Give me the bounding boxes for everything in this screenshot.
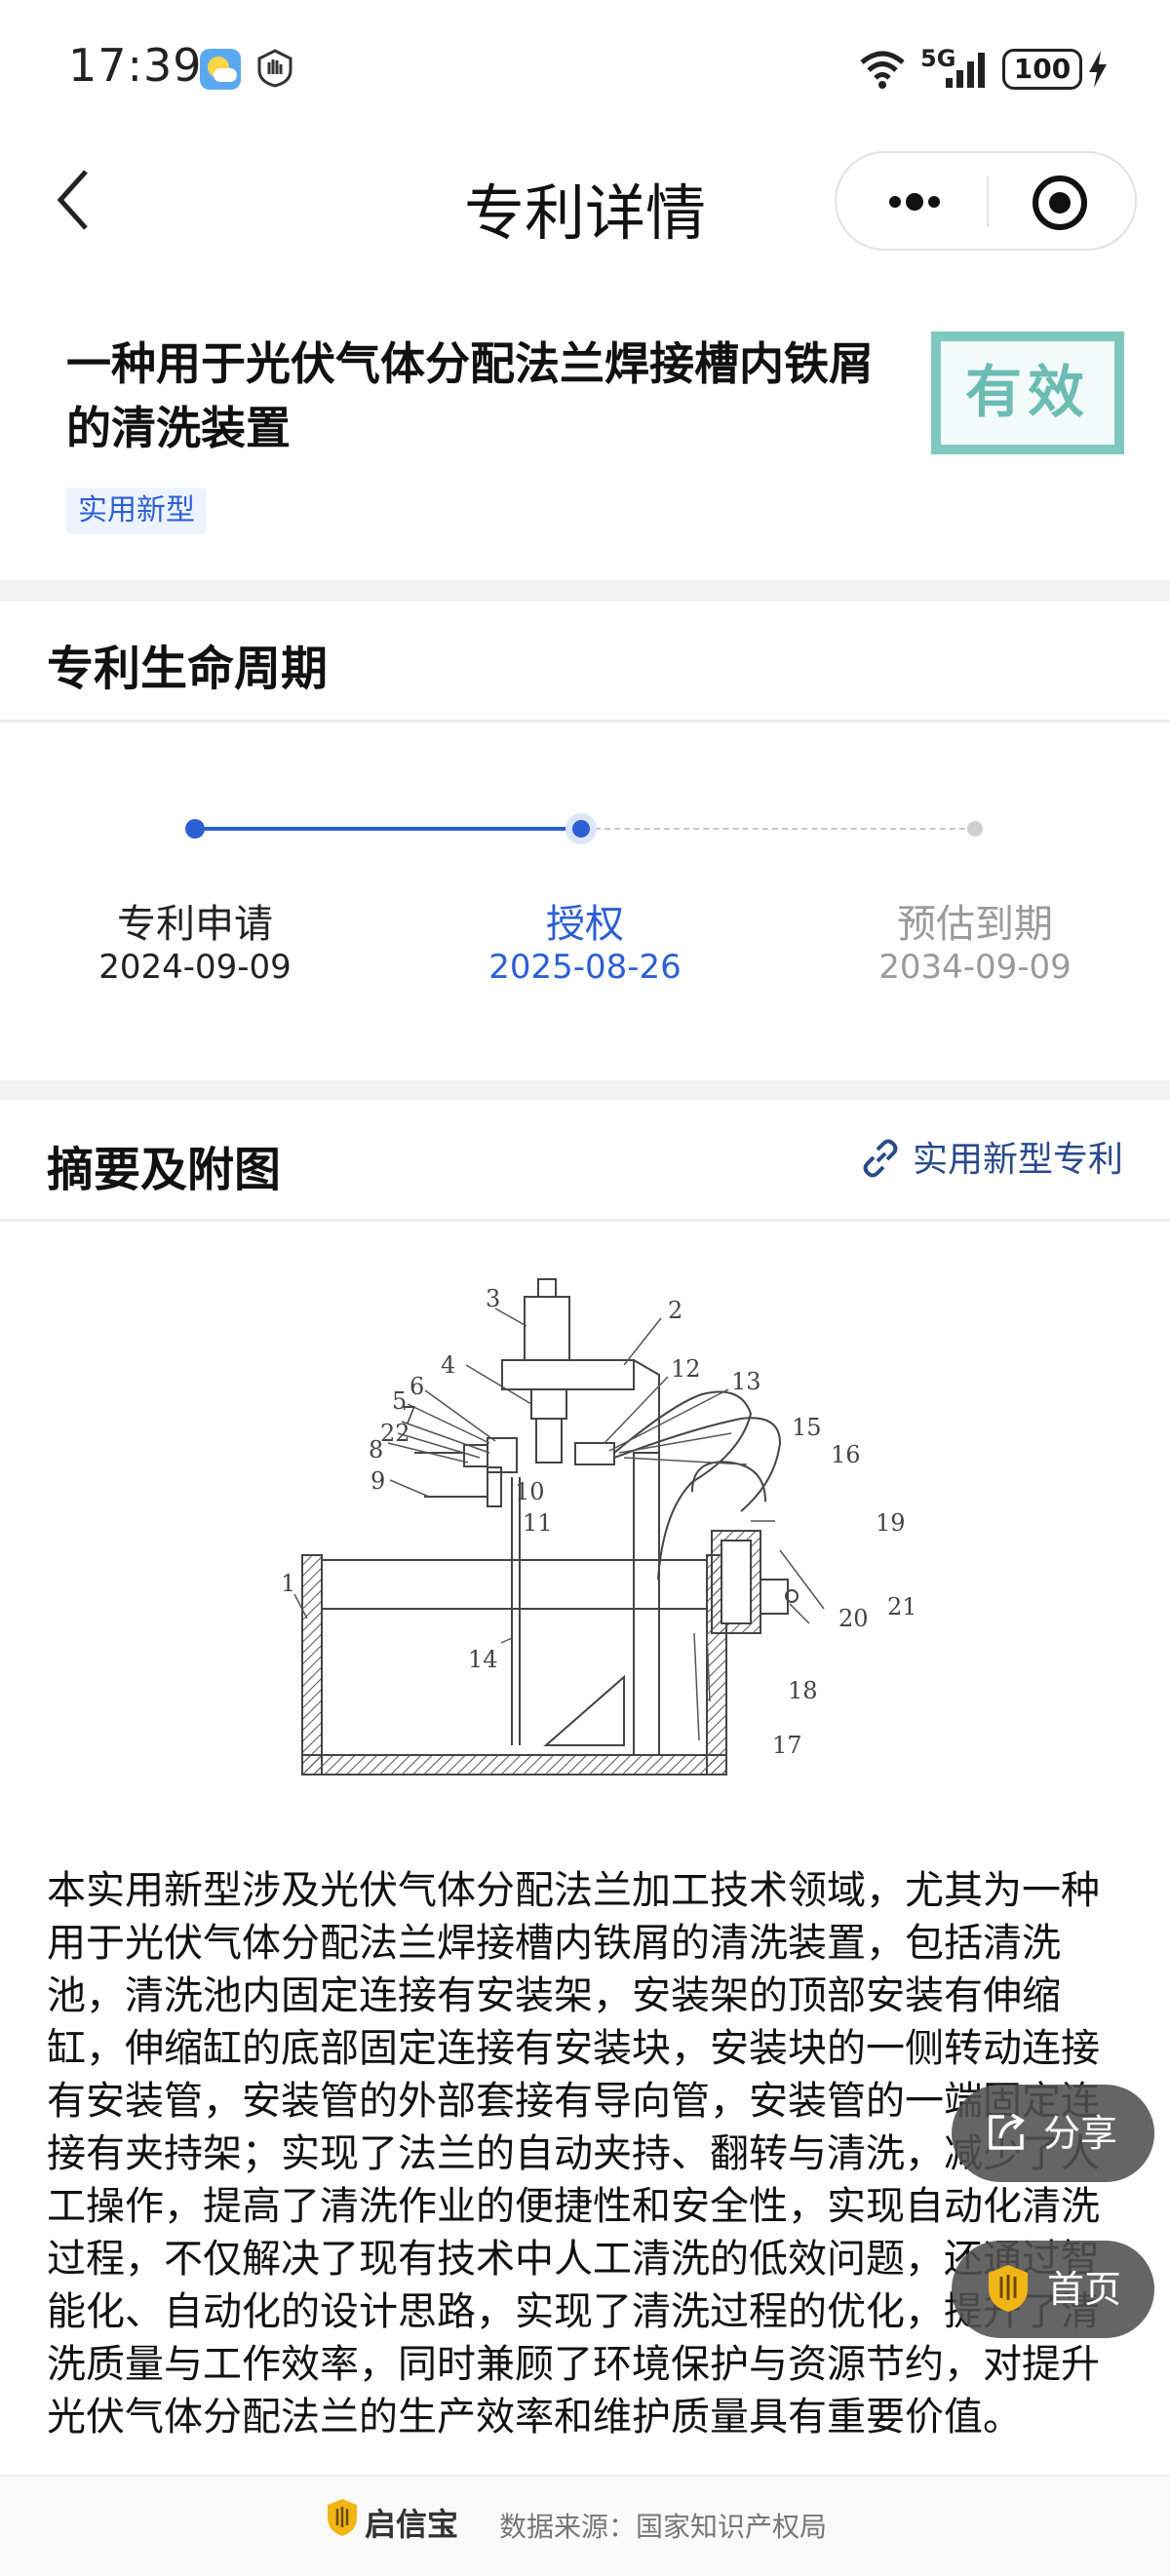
section-divider [0, 580, 1170, 602]
figure-label-21: 21 [887, 1593, 917, 1620]
figure-label-7: 7 [402, 1402, 416, 1429]
figure-label-13: 13 [731, 1368, 761, 1395]
timeline-remaining-line [585, 828, 975, 830]
battery-level: 100 [1013, 53, 1072, 85]
figure-label-15: 15 [792, 1414, 822, 1441]
utility-patent-link[interactable]: 实用新型专利 [860, 1131, 1123, 1182]
step-grant-label: 授权 [546, 902, 624, 947]
step-grant-date: 2025-08-26 [488, 948, 682, 987]
back-button[interactable] [51, 166, 99, 234]
step-apply-date: 2024-09-09 [98, 948, 292, 987]
share-label: 分享 [1043, 2112, 1118, 2155]
step-expire-label: 预估到期 [897, 902, 1053, 947]
network-type: 5G [920, 45, 956, 72]
patent-title: 一种用于光伏气体分配法兰焊接槽内铁屑 的清洗装置 [66, 332, 924, 460]
close-button[interactable] [1030, 173, 1090, 233]
signal-icon [944, 51, 989, 90]
patent-type-badge: 实用新型 [66, 488, 207, 534]
divider [0, 1219, 1170, 1222]
footer-source: 数据来源：国家知识产权局 [499, 2511, 828, 2543]
status-bar: 17:39 5G 100 [0, 0, 1170, 137]
share-icon [989, 2113, 1025, 2150]
utility-patent-link-label: 实用新型专利 [912, 1140, 1123, 1180]
figure-label-22: 22 [380, 1420, 410, 1447]
figure-label-9: 9 [370, 1467, 385, 1495]
wifi-icon [858, 47, 907, 90]
step-apply-label: 专利申请 [117, 902, 273, 947]
figure-label-1: 1 [281, 1570, 295, 1597]
figure-label-20: 20 [838, 1605, 869, 1632]
lifecycle-timeline [0, 800, 1170, 858]
timeline-progress-line [195, 827, 581, 831]
hand-shield-icon [255, 49, 294, 88]
link-icon [863, 1139, 898, 1178]
weather-icon [200, 49, 241, 90]
abstract-text: 本实用新型涉及光伏气体分配法兰加工技术领域，尤其为一种用于光伏气体分配法兰焊接槽… [47, 1868, 1100, 2439]
section-divider [0, 1080, 1170, 1100]
mini-program-capsule [835, 151, 1137, 251]
footer: 启信宝 数据来源：国家知识产权局 [0, 2475, 1170, 2576]
figure-label-6: 6 [410, 1373, 424, 1400]
chevron-left-icon [57, 170, 88, 230]
lifecycle-heading: 专利生命周期 [47, 642, 329, 696]
patent-title-line1: 一种用于光伏气体分配法兰焊接槽内铁屑 [66, 337, 874, 390]
home-button[interactable]: 首页 [952, 2241, 1154, 2338]
timeline-dot-grant [566, 813, 597, 844]
charging-icon [1086, 49, 1110, 90]
patent-figure: 1 2 3 4 5 6 7 8 9 10 11 12 13 14 15 16 1… [234, 1258, 936, 1833]
battery-icon: 100 [1002, 49, 1082, 90]
capsule-divider [987, 176, 989, 227]
divider [0, 720, 1170, 722]
more-dots-icon [889, 193, 940, 211]
figure-label-4: 4 [441, 1351, 455, 1379]
page-title: 专利详情 [463, 177, 706, 249]
home-label: 首页 [1047, 2268, 1122, 2311]
figure-label-3: 3 [486, 1285, 500, 1312]
timeline-dot-apply [185, 819, 205, 839]
share-button[interactable]: 分享 [952, 2085, 1154, 2182]
footer-brand: 启信宝 [365, 2506, 459, 2543]
figure-label-17: 17 [772, 1732, 802, 1759]
figure-label-8: 8 [369, 1436, 383, 1464]
figure-label-18: 18 [788, 1677, 818, 1704]
figure-label-16: 16 [831, 1441, 861, 1468]
figure-label-11: 11 [523, 1509, 553, 1537]
target-circle-icon [1033, 176, 1087, 230]
figure-label-10: 10 [515, 1478, 545, 1505]
figure-label-19: 19 [876, 1509, 906, 1537]
status-stamp: 有效 [931, 332, 1124, 454]
figure-label-2: 2 [668, 1297, 682, 1324]
brand-logo-icon [326, 2498, 359, 2537]
patent-drawing: 1 2 3 4 5 6 7 8 9 10 11 12 13 14 15 16 1… [281, 1278, 917, 1776]
timeline-dot-expire [967, 821, 983, 837]
step-expire-date: 2034-09-09 [878, 948, 1072, 987]
figure-label-14: 14 [468, 1646, 498, 1673]
more-button[interactable] [866, 175, 963, 229]
home-shield-icon [989, 2265, 1028, 2312]
patent-title-line2: 的清洗装置 [66, 402, 291, 454]
abstract-heading: 摘要及附图 [47, 1143, 282, 1197]
figure-label-12: 12 [671, 1355, 701, 1383]
figure-label-5: 5 [392, 1387, 407, 1415]
status-time: 17:39 [68, 39, 203, 92]
